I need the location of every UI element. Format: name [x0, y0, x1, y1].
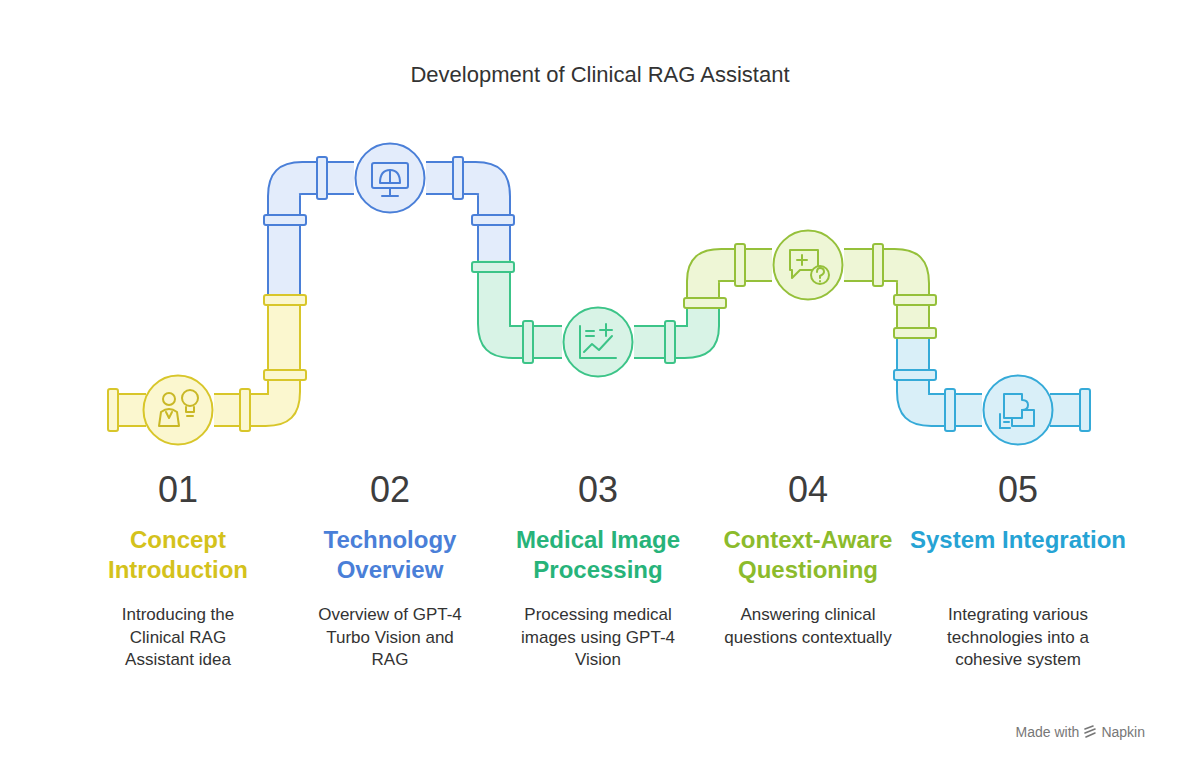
pipe-connector [634, 265, 772, 342]
step-circle-outline [564, 308, 633, 377]
step-circle-outline [984, 376, 1053, 445]
step-circle-outline [144, 376, 213, 445]
step-description: Integrating various technologies into a … [934, 604, 1102, 672]
step-heading: Concept Introduction [63, 525, 293, 585]
pipe-connector [844, 265, 982, 410]
step-number: 03 [498, 470, 698, 510]
watermark-text: Made with [1016, 724, 1080, 740]
step-node: 02Technology OverviewOverview of GPT-4 T… [354, 142, 426, 214]
brand-logo [1083, 725, 1097, 739]
step-circle-outline [356, 144, 425, 213]
edge-layer [214, 178, 982, 410]
step-number: 02 [290, 470, 490, 510]
step-circle-outline [774, 231, 843, 300]
pipe-collar [240, 157, 955, 431]
step-description: Processing medical images using GPT-4 Vi… [514, 604, 682, 672]
diagram-title: Development of Clinical RAG Assistant [0, 60, 1200, 90]
watermark-text: Napkin [1101, 724, 1145, 740]
step-circle [982, 374, 1054, 446]
step-description: Introducing the Clinical RAG Assistant i… [94, 604, 262, 672]
pipe-connector [214, 178, 354, 410]
step-circle [354, 142, 426, 214]
step-description: Overview of GPT-4 Turbo Vision and RAG [306, 604, 474, 672]
step-number: 01 [78, 470, 278, 510]
step-heading: System Integration [903, 525, 1133, 555]
step-circle [142, 374, 214, 446]
step-circle [562, 306, 634, 378]
step-node: 05System IntegrationIntegrating various … [982, 374, 1054, 446]
step-heading: Medical Image Processing [483, 525, 713, 585]
step-node: 03Medical Image ProcessingProcessing med… [562, 306, 634, 378]
step-heading: Context-Aware Questioning [693, 525, 923, 585]
step-node: 04Context-Aware QuestioningAnswering cli… [772, 229, 844, 301]
pipe-connector [426, 178, 562, 342]
step-number: 04 [708, 470, 908, 510]
step-number: 05 [918, 470, 1118, 510]
step-circle [772, 229, 844, 301]
watermark: Made with Napkin [1016, 724, 1145, 740]
step-description: Answering clinical questions contextuall… [724, 604, 892, 649]
step-node: 01Concept IntroductionIntroducing the Cl… [142, 374, 214, 446]
step-heading: Technology Overview [275, 525, 505, 585]
